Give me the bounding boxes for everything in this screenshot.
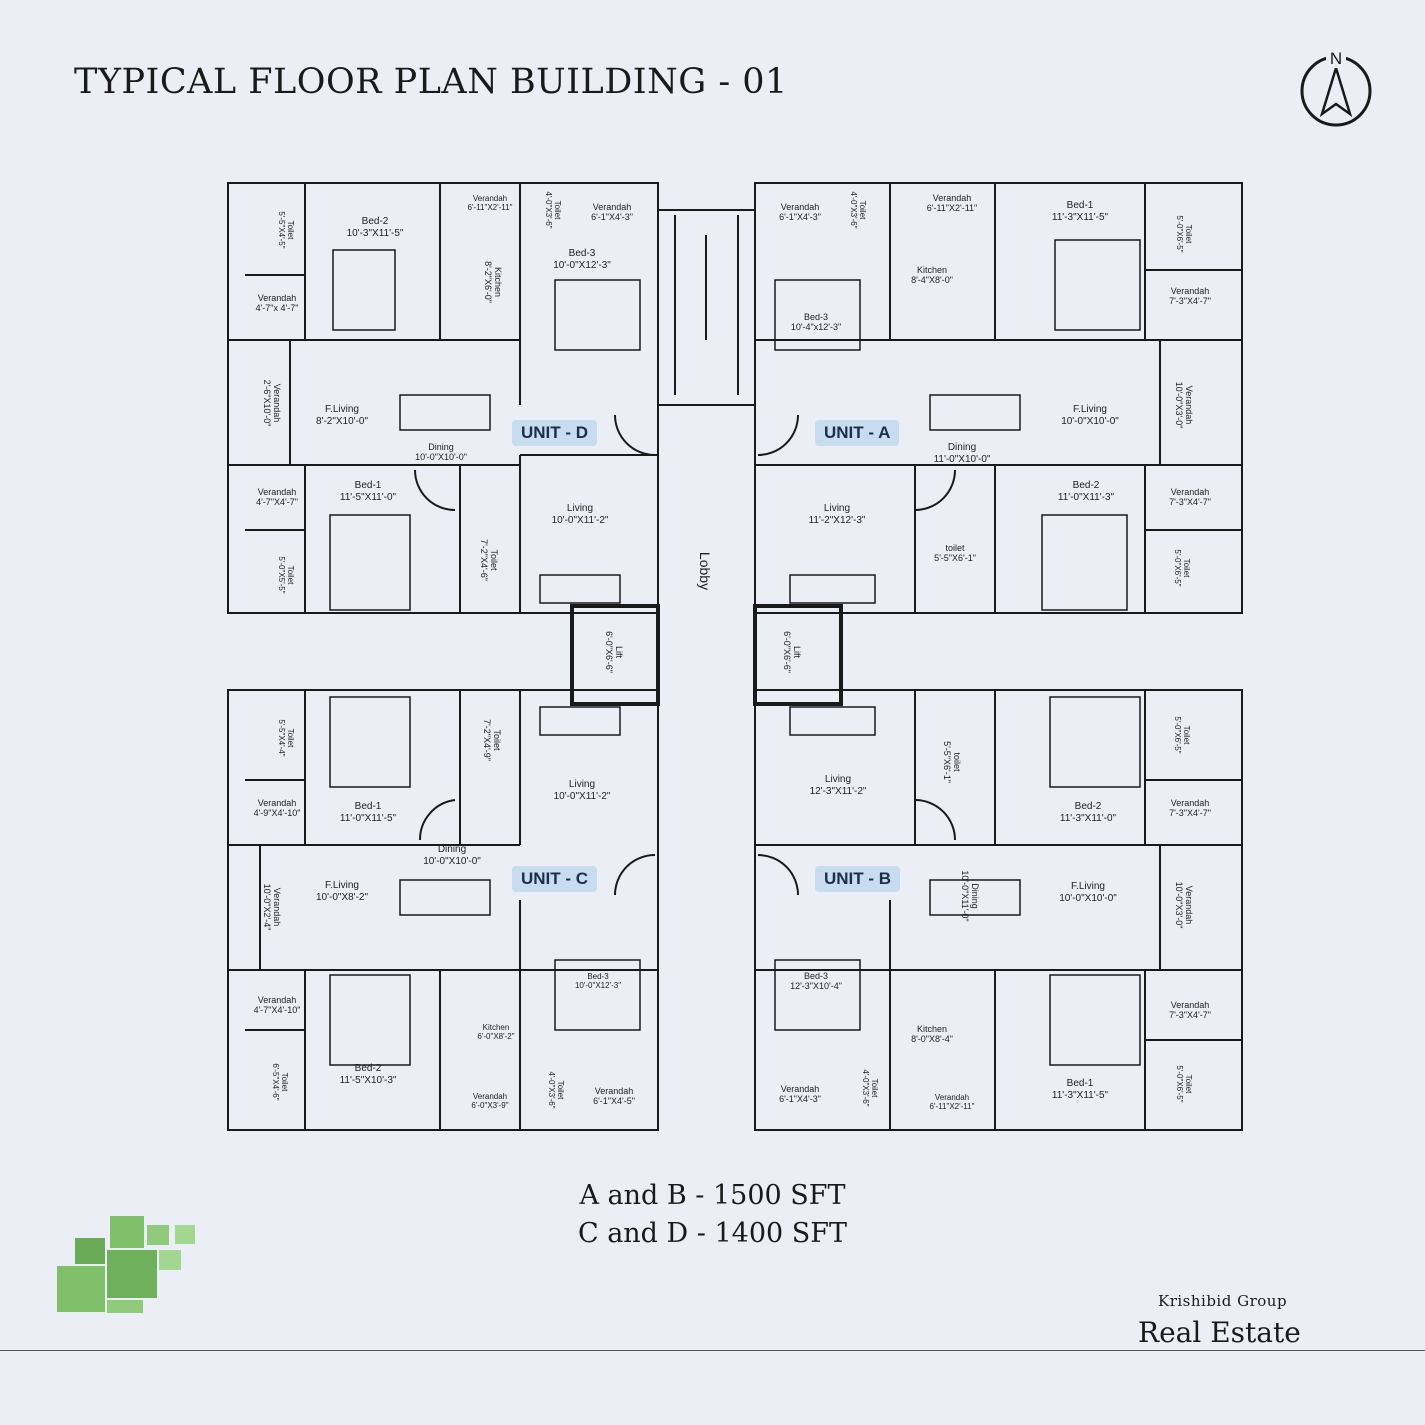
area-line-ab: A and B - 1500 SFT [579,1180,846,1211]
unit-d-label: UNIT - D [512,420,598,446]
unit-b-label: UNIT - B [815,866,901,892]
lobby-label: Lobby [697,551,713,591]
brand-logo-text: Real Estate [1138,1316,1301,1349]
brand-group-name: Krishibid Group [1158,1292,1288,1310]
bottom-divider [0,1350,1425,1351]
brand-squares-logo [57,1216,195,1313]
compass-label: N [1330,49,1342,68]
unit-c-label: UNIT - C [512,866,598,892]
area-line-cd: C and D - 1400 SFT [577,1218,848,1249]
unit-a-label: UNIT - A [815,420,900,446]
page-title: TYPICAL FLOOR PLAN BUILDING - 01 [74,62,788,102]
north-compass-icon: N [1300,48,1372,127]
